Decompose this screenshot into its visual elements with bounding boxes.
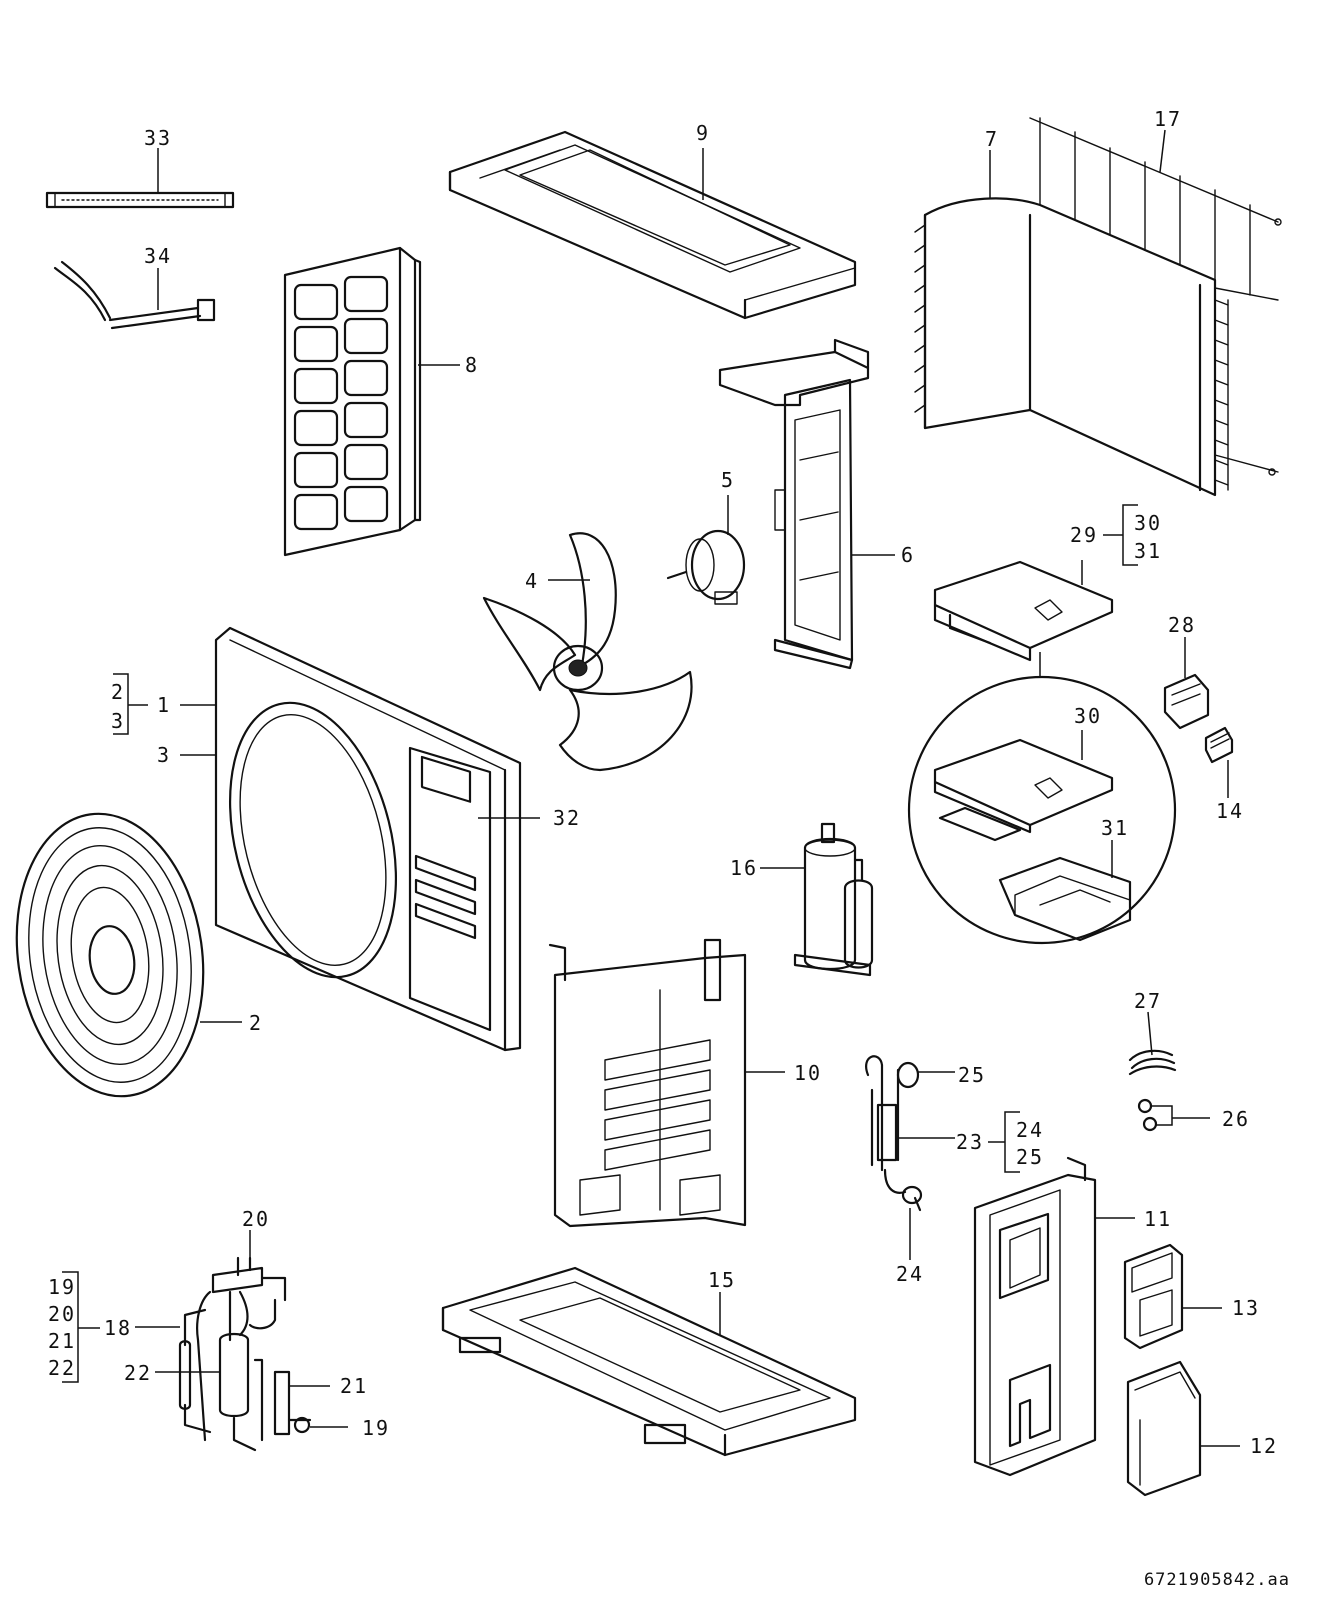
grille-cell [293, 283, 339, 321]
callout-22: 22 [124, 1361, 152, 1385]
callout-31: 31 [1101, 816, 1129, 840]
callout-13: 13 [1232, 1296, 1260, 1320]
callout-group-23-item-25: 25 [1016, 1145, 1044, 1169]
callout-2: 2 [249, 1011, 263, 1035]
callout-5: 5 [721, 468, 735, 492]
grille-cell [293, 409, 339, 447]
callout-11: 11 [1144, 1207, 1172, 1231]
part-10-partition-plate [548, 938, 747, 1228]
part-11-side-panel [973, 1156, 1097, 1477]
callout-33: 33 [144, 126, 172, 150]
part-4-fan-blade [482, 532, 693, 772]
callout-20: 20 [242, 1207, 270, 1231]
part-13-valve-cover [1123, 1243, 1184, 1350]
part-29-control-box [933, 560, 1114, 662]
bracket-group-23 [988, 1111, 1020, 1173]
part-6-motor-bracket [718, 338, 870, 670]
bracket-group-18 [62, 1271, 100, 1383]
grille-cell [293, 325, 339, 363]
callout-15: 15 [708, 1268, 736, 1292]
callout-group-18-item-20: 20 [48, 1302, 76, 1326]
callout-group-18-item-19: 19 [48, 1275, 76, 1299]
callout-12: 12 [1250, 1434, 1278, 1458]
callout-27: 27 [1134, 989, 1162, 1013]
grille-cell [343, 359, 389, 397]
part-28-terminal-board [1163, 673, 1210, 730]
callout-19: 19 [362, 1416, 390, 1440]
grille-cell [293, 493, 339, 531]
part-23-reversing-valve [865, 1055, 923, 1212]
grille-cell [343, 275, 389, 313]
callout-6: 6 [901, 543, 915, 567]
part-2-fan-guard [15, 812, 205, 1098]
callout-28: 28 [1168, 613, 1196, 637]
callout-32: 32 [553, 806, 581, 830]
part-18-piping-assembly [178, 1256, 312, 1452]
callout-group-1-item-2: 2 [111, 680, 125, 704]
callout-3: 3 [157, 743, 171, 767]
part-9-top-cover [448, 130, 857, 320]
callout-10: 10 [794, 1061, 822, 1085]
callout-group-18-item-21: 21 [48, 1329, 76, 1353]
part-8-rear-grille [283, 246, 422, 557]
callout-34: 34 [144, 244, 172, 268]
part-5-fan-motor [666, 529, 746, 605]
callout-29: 29 [1070, 523, 1098, 547]
part-14-terminal-block [1204, 726, 1234, 764]
callout-9: 9 [696, 121, 710, 145]
callout-group-23-item-24: 24 [1016, 1118, 1044, 1142]
grille-cell [343, 443, 389, 481]
callout-23: 23 [956, 1130, 984, 1154]
callout-17: 17 [1154, 107, 1182, 131]
part-34-wire-harness [53, 260, 216, 330]
part-26-nuts [1137, 1098, 1158, 1132]
callout-26: 26 [1222, 1107, 1250, 1131]
bracket-group-1 [113, 673, 148, 735]
callout-group-29-item-30: 30 [1134, 511, 1162, 535]
grille-cell [343, 401, 389, 439]
callout-21: 21 [340, 1374, 368, 1398]
bracket-group-29 [1103, 504, 1138, 566]
part-15-base-pan [441, 1266, 857, 1457]
callout-30: 30 [1074, 704, 1102, 728]
callout-25: 25 [958, 1063, 986, 1087]
callout-8: 8 [465, 353, 479, 377]
grille-cell [293, 367, 339, 405]
part-12-cover [1126, 1360, 1202, 1497]
detail-circle-control-box [907, 675, 1177, 945]
part-1-front-panel [214, 626, 522, 1052]
part-27-wire-clip [1128, 1049, 1177, 1076]
callout-14: 14 [1216, 799, 1244, 823]
callout-group-29-item-31: 31 [1134, 539, 1162, 563]
grille-cell [293, 451, 339, 489]
document-id: 6721905842.aa [1144, 1570, 1290, 1590]
callout-16: 16 [730, 856, 758, 880]
part-33-heater-strip [45, 191, 235, 209]
callout-group-1-item-3: 3 [111, 709, 125, 733]
part-16-compressor [793, 822, 874, 977]
part-17-wire-guard [1029, 117, 1282, 476]
callout-1: 1 [157, 693, 171, 717]
grille-cell [343, 485, 389, 523]
callout-24: 24 [896, 1262, 924, 1286]
part-7-condenser-coil [914, 197, 1229, 497]
callout-18: 18 [104, 1316, 132, 1340]
callout-4: 4 [525, 569, 539, 593]
callout-7: 7 [985, 127, 999, 151]
callout-group-18-item-22: 22 [48, 1356, 76, 1380]
grille-cell [343, 317, 389, 355]
